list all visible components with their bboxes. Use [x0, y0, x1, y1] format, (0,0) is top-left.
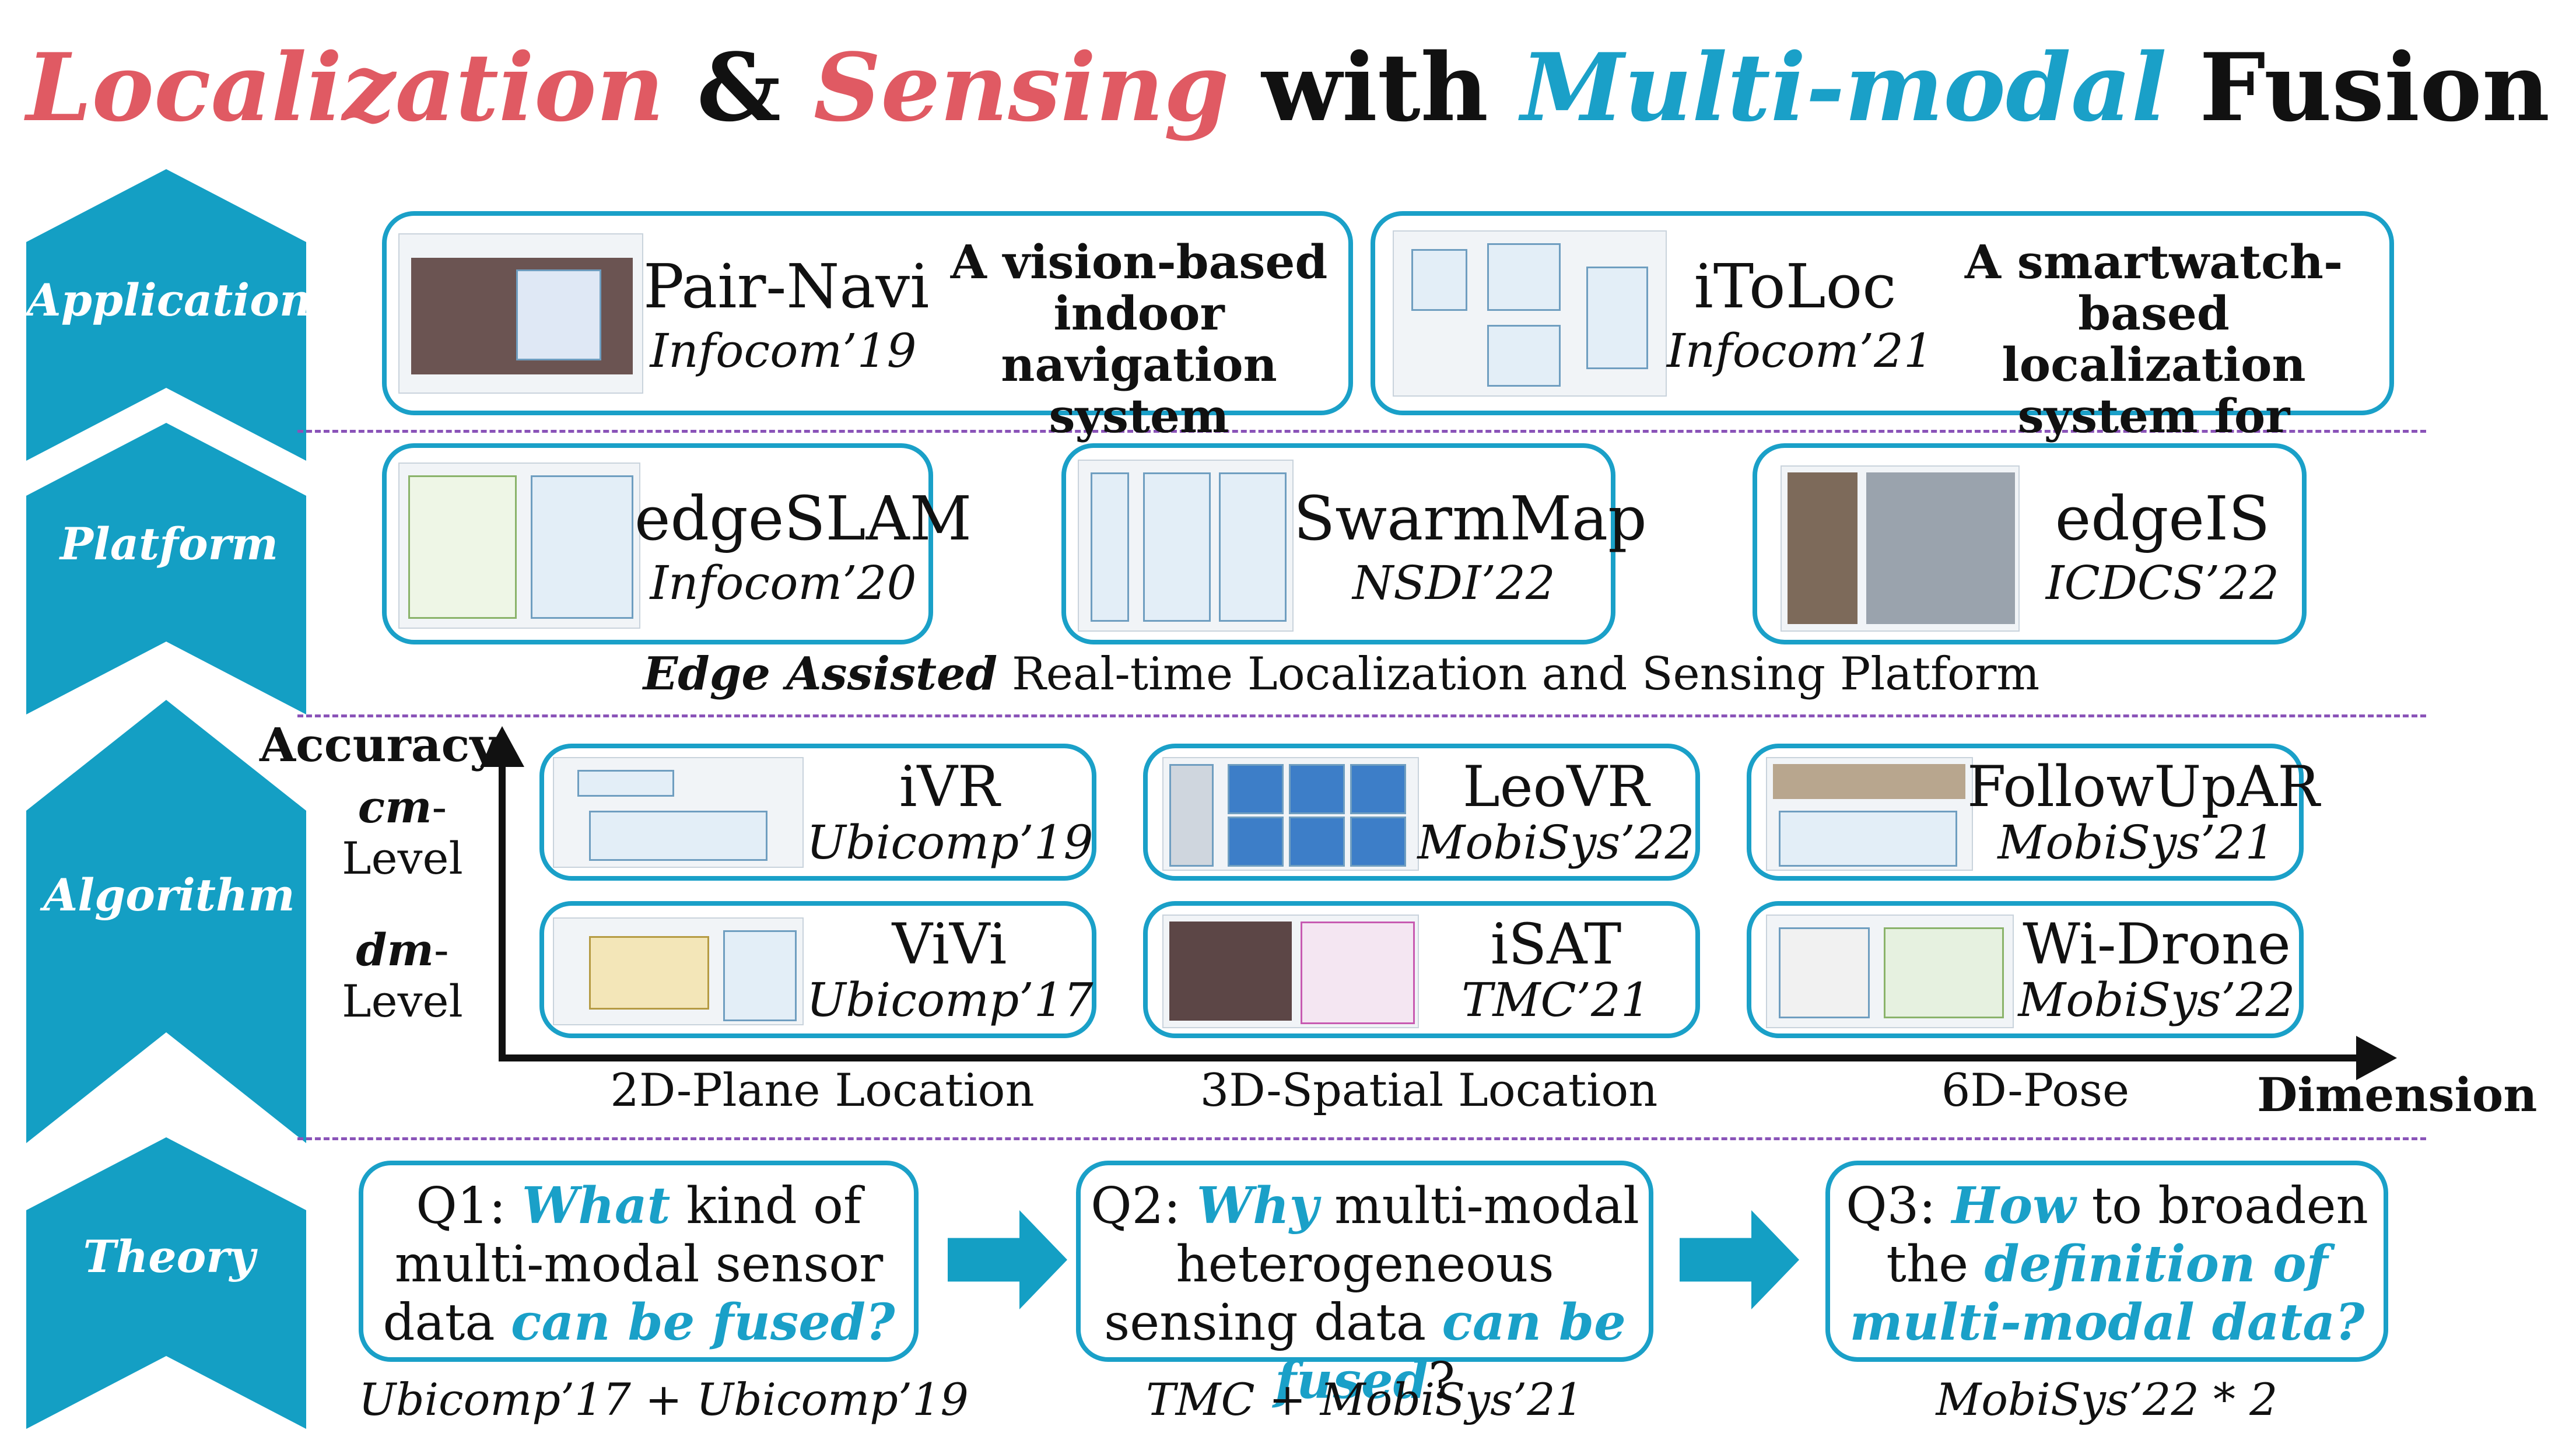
title-fusion: Fusion — [2199, 33, 2550, 142]
leovr-name: LeoVR — [1463, 754, 1649, 819]
wi-drone-thumbnail — [1766, 915, 2014, 1028]
stage-label-theory: Theory — [83, 1231, 255, 1283]
platform-caption-emphasis: Edge Assisted — [643, 647, 998, 700]
edgeslam-venue: Infocom’20 — [650, 556, 917, 610]
q2-venue: TMC + MobiSys’21 — [1145, 1374, 1584, 1425]
y-axis-line — [499, 758, 506, 1061]
arrow-q2-to-q3 — [1680, 1210, 1799, 1309]
q2-text: Q2: Why multi-modal heterogeneous sensin… — [1091, 1176, 1639, 1411]
isat-name: iSAT — [1490, 912, 1622, 977]
title-sensing: Sensing — [813, 33, 1229, 142]
q1-venue: Ubicomp’17 + Ubicomp’19 — [359, 1374, 969, 1425]
vivi-name: ViVi — [892, 912, 1007, 977]
card-edgeslam: edgeSLAM Infocom’20 — [382, 443, 972, 644]
followupar-thumbnail — [1766, 757, 1973, 871]
card-swarmmap: SwarmMap NSDI’22 — [1061, 443, 1647, 644]
divider-algorithm-theory — [297, 1137, 2426, 1140]
card-wi-drone: Wi-Drone MobiSys’22 — [1747, 901, 2304, 1038]
card-q2: Q2: Why multi-modal heterogeneous sensin… — [1076, 1161, 1653, 1410]
title-multimodal: Multi-modal — [1520, 33, 2167, 142]
itoloc-thumbnail — [1393, 230, 1667, 397]
title-ampersand: & — [696, 33, 781, 142]
swarmmap-venue: NSDI’22 — [1352, 556, 1555, 610]
itoloc-name: iToLoc — [1694, 251, 1897, 322]
card-vivi: ViVi Ubicomp’17 — [539, 901, 1096, 1038]
q1-text: Q1: What kind of multi-modal sensor data… — [383, 1176, 895, 1353]
level-dm: dm- Level — [342, 924, 463, 1027]
isat-venue: TMC’21 — [1462, 973, 1650, 1027]
leovr-venue: MobiSys’22 — [1417, 815, 1695, 870]
card-edgeis: edgeIS ICDCS’22 — [1753, 443, 2307, 644]
swarmmap-thumbnail — [1078, 460, 1294, 632]
pair-navi-description: A vision-based indoor navigation system — [950, 234, 1328, 443]
divider-platform-algorithm — [297, 714, 2426, 717]
q3-text: Q3: How to broaden the definition of mul… — [1846, 1176, 2368, 1352]
ivr-name: iVR — [899, 754, 1000, 819]
platform-caption: Edge Assisted Real-time Localization and… — [583, 647, 2100, 700]
card-q3: Q3: How to broaden the definition of mul… — [1825, 1161, 2388, 1362]
vivi-venue: Ubicomp’17 — [807, 973, 1094, 1027]
edgeis-name: edgeIS — [2055, 483, 2270, 554]
followupar-venue: MobiSys’21 — [1997, 815, 2275, 870]
edgeis-venue: ICDCS’22 — [2045, 556, 2280, 610]
x-axis-line — [499, 1054, 2365, 1061]
x-axis-label: Dimension — [2257, 1067, 2538, 1122]
edgeslam-name: edgeSLAM — [635, 483, 972, 554]
card-isat: iSAT TMC’21 — [1143, 901, 1700, 1038]
card-pair-navi: Pair-Navi Infocom’19 A vision-based indo… — [382, 211, 1353, 442]
vivi-thumbnail — [553, 917, 804, 1025]
y-axis-arrowhead — [480, 726, 524, 767]
dimension-6d-pose: 6D-Pose — [1941, 1064, 2130, 1117]
ivr-thumbnail — [553, 757, 804, 868]
stage-label-platform: Platform — [59, 518, 279, 570]
chevron-theory — [26, 1137, 306, 1429]
y-axis-label: Accuracy — [260, 717, 497, 772]
stage-label-algorithm: Algorithm — [43, 869, 295, 921]
pair-navi-thumbnail — [398, 233, 643, 394]
pair-navi-name: Pair-Navi — [643, 251, 930, 322]
ivr-venue: Ubicomp’19 — [807, 815, 1094, 870]
pair-navi-venue: Infocom’19 — [650, 324, 917, 378]
card-followupar: FollowUpAR MobiSys’21 — [1747, 744, 2320, 881]
page-title: Localization & Sensing with Multi-modal … — [0, 29, 2576, 146]
leovr-thumbnail — [1162, 757, 1419, 871]
card-itoloc: iToLoc Infocom’21 A smartwatch-based loc… — [1371, 211, 2394, 493]
wi-drone-venue: MobiSys’22 — [2018, 973, 2295, 1027]
stage-label-application: Application — [26, 274, 312, 326]
x-axis-arrowhead — [2356, 1036, 2397, 1080]
card-leovr: LeoVR MobiSys’22 — [1143, 744, 1700, 881]
platform-caption-rest: Real-time Localization and Sensing Platf… — [1012, 648, 2040, 700]
dimension-2d-plane: 2D-Plane Location — [610, 1064, 1035, 1117]
followupar-name: FollowUpAR — [1967, 754, 2320, 819]
arrow-q1-to-q2 — [948, 1210, 1067, 1309]
card-ivr: iVR Ubicomp’19 — [539, 744, 1096, 881]
itoloc-venue: Infocom’21 — [1667, 324, 1933, 378]
title-with: with — [1261, 33, 1489, 142]
divider-application-platform — [297, 430, 2426, 433]
q3-venue: MobiSys’22 * 2 — [1936, 1374, 2278, 1425]
title-localization: Localization — [26, 33, 664, 142]
wi-drone-name: Wi-Drone — [2023, 912, 2291, 977]
level-cm: cm- Level — [342, 781, 463, 884]
isat-thumbnail — [1162, 915, 1419, 1028]
dimension-3d-spatial: 3D-Spatial Location — [1200, 1064, 1658, 1117]
card-q1: Q1: What kind of multi-modal sensor data… — [359, 1161, 919, 1362]
edgeslam-thumbnail — [398, 463, 640, 629]
edgeis-thumbnail — [1781, 465, 2020, 632]
swarmmap-name: SwarmMap — [1294, 483, 1647, 554]
